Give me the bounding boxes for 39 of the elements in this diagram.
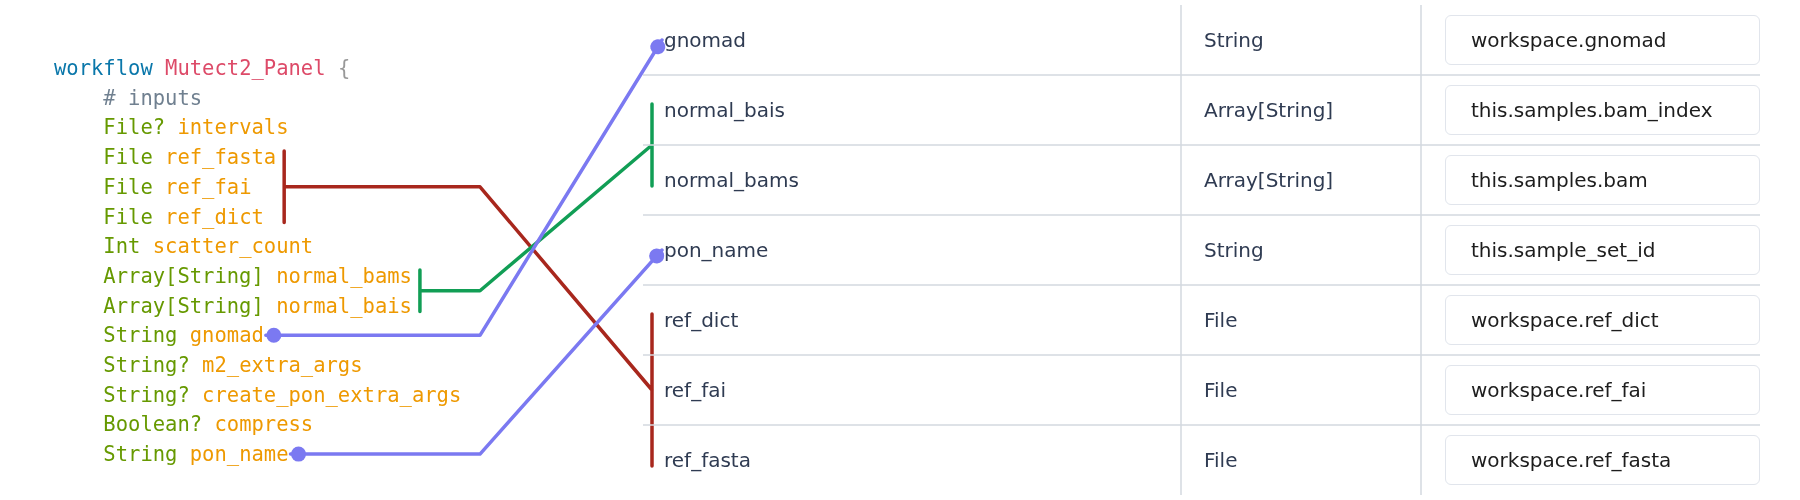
type-label: File: [1204, 307, 1238, 333]
input-field: this.sample_set_id: [1445, 225, 1760, 275]
type-label: String: [1204, 237, 1264, 263]
parameter-name: ref_fai: [664, 377, 726, 403]
code-line: File? intervals: [103, 114, 289, 141]
code-line: workflow Mutect2_Panel {: [54, 55, 351, 81]
code-line: String? create_pon_extra_args: [103, 381, 462, 408]
code-line: Array[String] normal_bams: [103, 262, 412, 289]
code-line: File ref_fai: [103, 173, 252, 200]
code-line: File ref_fasta: [103, 144, 277, 171]
type-label: File: [1204, 447, 1238, 473]
parameter-name: gnomad: [664, 27, 747, 53]
bracket-connector: [282, 149, 654, 468]
parameter-name: ref_dict: [664, 307, 739, 333]
parameter-name: normal_bams: [664, 167, 799, 193]
code-line: Boolean? compress: [103, 411, 314, 438]
connector-line: [288, 248, 665, 462]
code-line: Int scatter_count: [103, 233, 314, 260]
parameter-name: pon_name: [664, 237, 769, 263]
connector-line: [264, 38, 666, 343]
type-label: Array[String]: [1204, 97, 1334, 123]
code-line: Array[String] normal_bais: [103, 292, 412, 319]
code-line: File ref_dict: [103, 203, 264, 230]
type-label: String: [1204, 27, 1264, 53]
bracket-connector: [418, 102, 654, 314]
code-line: String pon_name: [103, 441, 289, 468]
parameter-name: ref_fasta: [664, 447, 751, 473]
input-field: workspace.ref_fai: [1445, 365, 1760, 415]
input-field: this.samples.bam: [1445, 155, 1760, 205]
parameter-name: normal_bais: [664, 97, 785, 123]
input-field: workspace.gnomad: [1445, 15, 1760, 65]
code-line: String? m2_extra_args: [103, 352, 363, 378]
input-field: workspace.ref_dict: [1445, 295, 1760, 345]
input-field: workspace.ref_fasta: [1445, 435, 1760, 485]
type-label: File: [1204, 377, 1238, 403]
code-comment: # inputs: [103, 84, 203, 111]
code-line: String gnomad: [103, 322, 264, 349]
type-label: Array[String]: [1204, 167, 1334, 193]
input-field: this.samples.bam_index: [1445, 85, 1760, 135]
